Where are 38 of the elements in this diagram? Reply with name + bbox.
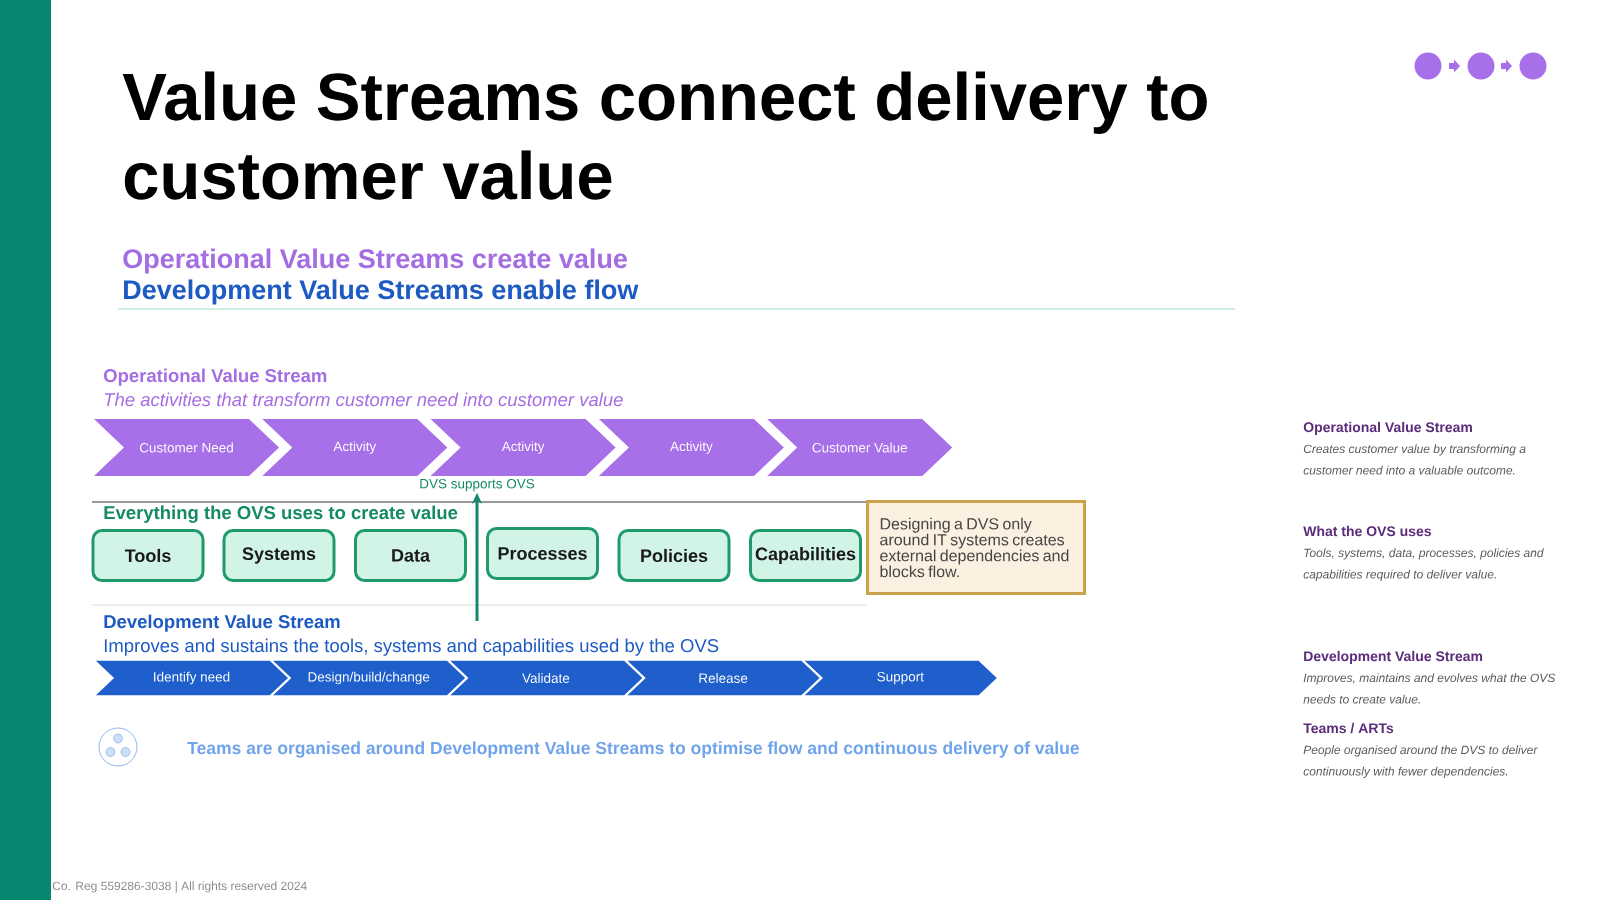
subtitle: Development Value Streams enable flow: [124, 279, 639, 305]
panel-heading: What the OVS uses: [1303, 525, 1431, 537]
panel-text: Improves, maintains and evolves what the OVS needs to create value.: [1303, 673, 1556, 704]
section-description: The activities that transform customer need into customer value: [104, 392, 623, 407]
rounded-box: Data: [354, 529, 467, 582]
node-label: Activity: [333, 441, 377, 454]
chevron-step: Support: [800, 659, 999, 697]
note-text: Teams are organised around Development Value Streams to optimise flow and continuous delivery of value: [187, 741, 1079, 758]
chevron-step: Release: [623, 659, 822, 697]
panel-text: Tools, systems, data, processes, policies and capabilities required to deliver value.: [1303, 548, 1544, 581]
chevron-step: Design/build/change: [269, 659, 468, 697]
chevron-step: Activity: [262, 419, 448, 476]
rounded-box: Systems: [222, 529, 336, 582]
node-label: Activity: [501, 441, 545, 454]
chevron-step: Customer Value: [767, 419, 953, 476]
rounded-box: Processes: [486, 527, 599, 580]
section-description: Improves and sustains the tools, systems and capabilities used by the OVS: [104, 638, 719, 656]
group-heading: Everything the OVS uses to create value: [104, 505, 458, 523]
panel-text: Creates customer value by transforming a customer need into a valuable outcome.: [1303, 444, 1526, 475]
rounded-box: Tools: [91, 529, 205, 582]
panel-text: People organised around the DVS to deliver continuously with fewer dependencies.: [1303, 745, 1538, 778]
section-heading: Development Value Stream: [104, 614, 340, 632]
title: Value Streams connect delivery to customer value: [122, 71, 1207, 200]
side-bar: [0, 0, 51, 900]
section-heading: Operational Value Stream: [103, 368, 327, 386]
chevron-step: Identify need: [92, 659, 291, 697]
rounded-box: Capabilities: [749, 529, 862, 582]
chevron-step: Validate: [446, 659, 645, 697]
chevron-step: Customer Need: [94, 419, 279, 476]
subtitle: Operational Value Streams create value: [123, 248, 627, 274]
annotation-text: DVS supports OVS: [420, 478, 535, 492]
chevron-step: Activity: [598, 419, 784, 476]
panel-heading: Teams / ARTs: [1303, 722, 1394, 734]
note-box: Designing a DVS only around IT systems creates external dependencies and blocks flow.: [866, 500, 1086, 595]
rounded-box: Policies: [617, 529, 731, 582]
chevron-step: Activity: [430, 419, 616, 476]
panel-heading: Development Value Stream: [1304, 650, 1483, 664]
panel-heading: Operational Value Stream: [1303, 421, 1472, 435]
